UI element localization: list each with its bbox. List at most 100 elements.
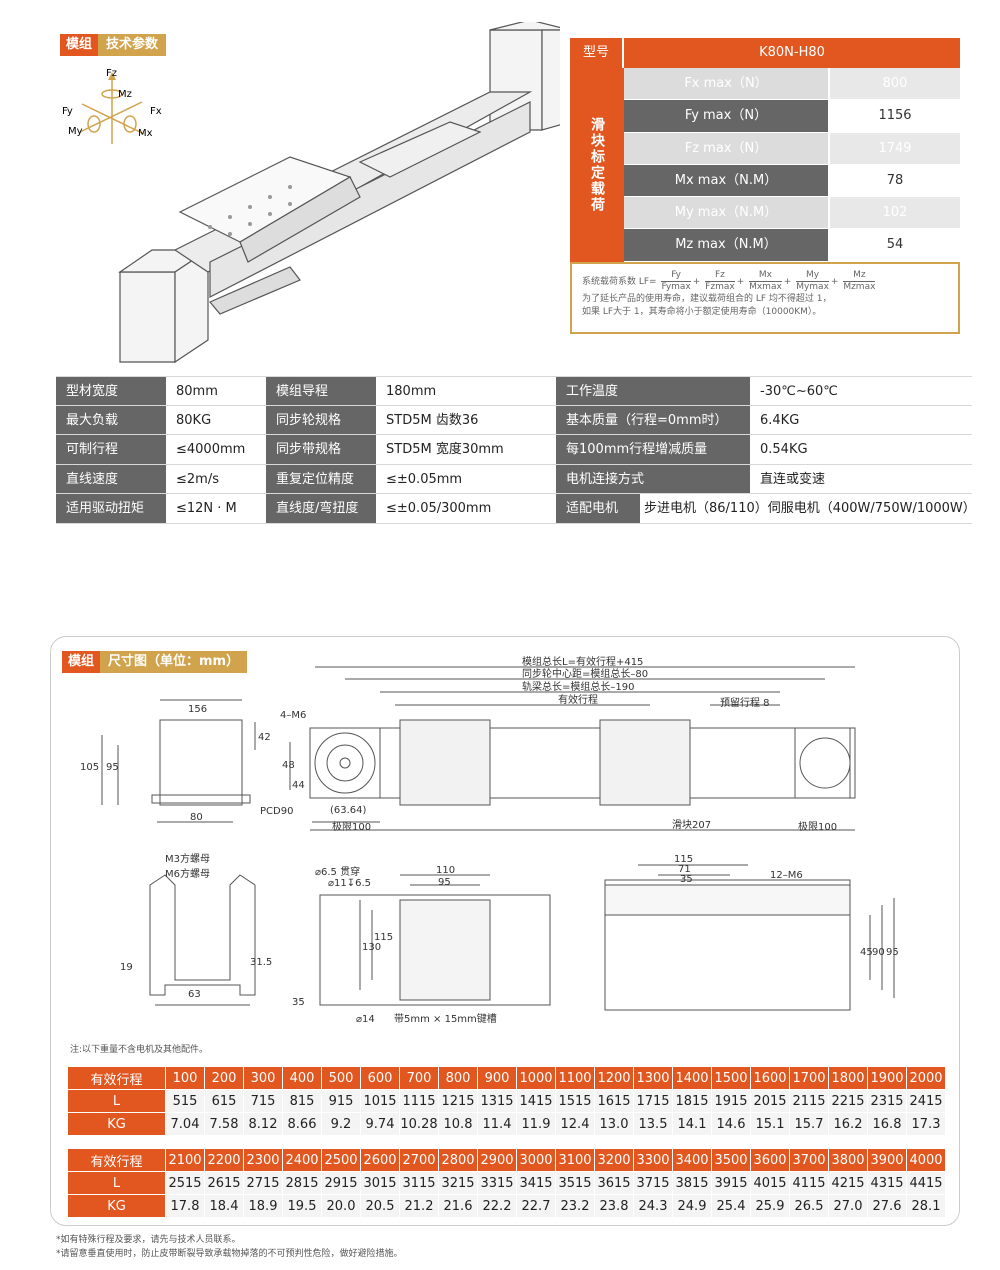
weight-cell: 2600 xyxy=(360,1148,400,1172)
weight-cell: 1700 xyxy=(789,1066,829,1090)
dim-156: 156 xyxy=(188,704,207,715)
dim-35b: 35 xyxy=(680,874,693,885)
weight-cell: 16.8 xyxy=(867,1112,907,1136)
spec-key: 直线度/弯扭度 xyxy=(266,494,376,523)
weight-cell: 10.8 xyxy=(438,1112,478,1136)
section-tag: 模组 技术参数 xyxy=(60,34,167,56)
weight-cell: 20.5 xyxy=(360,1194,400,1218)
axis-diagram: Fz Mz Fy Fx My Mx xyxy=(62,68,162,144)
weight-cell: 17.3 xyxy=(906,1112,946,1136)
dim-6364: (63.64) xyxy=(330,805,367,816)
load-value: 54 xyxy=(830,229,960,261)
spec-key: 同步带规格 xyxy=(266,435,376,464)
footnote-2: *请留意垂直使用时，防止皮带断裂导致承载物掉落的不可预判性危险，做好避险措施。 xyxy=(56,1249,403,1259)
dim-12m6: 12–M6 xyxy=(770,870,803,881)
weight-cell: 2215 xyxy=(828,1089,868,1113)
dim-tag: 模组 尺寸图（单位：mm） xyxy=(62,651,248,673)
weight-cell: 3600 xyxy=(750,1148,790,1172)
weight-cell: 14.6 xyxy=(711,1112,751,1136)
weight-cell: 22.7 xyxy=(516,1194,556,1218)
weight-cell: 3100 xyxy=(555,1148,595,1172)
weight-note: 注:以下重量不含电机及其他配件。 xyxy=(70,1045,209,1055)
weight-cell: 20.0 xyxy=(321,1194,361,1218)
weight-cell: 815 xyxy=(282,1089,322,1113)
weight-row-label: KG xyxy=(67,1112,166,1136)
mx-label: Mx xyxy=(138,128,153,139)
weight-cell: 25.9 xyxy=(750,1194,790,1218)
spec-key: 最大负载 xyxy=(56,405,166,435)
load-row: Mz max（N.M）54 xyxy=(624,229,960,262)
weight-cell: 3400 xyxy=(672,1148,712,1172)
dim-sync: 同步轮中心距=模组总长–80 xyxy=(522,667,648,680)
weight-cell: 1400 xyxy=(672,1066,712,1090)
weight-cell: 1315 xyxy=(477,1089,517,1113)
mz-label: Mz xyxy=(118,89,132,100)
weight-cell: 3315 xyxy=(477,1171,517,1195)
weight-cell: 15.1 xyxy=(750,1112,790,1136)
weight-cell: 3900 xyxy=(867,1148,907,1172)
load-key: Fy max（N） xyxy=(624,100,830,132)
weight-cell: 13.0 xyxy=(594,1112,634,1136)
spec-value: 直连或变速 xyxy=(750,464,972,494)
fx-label: Fx xyxy=(150,106,162,117)
weight-cell: 2615 xyxy=(204,1171,244,1195)
weight-cell: 4215 xyxy=(828,1171,868,1195)
dim-hole2: ⌀11↧6.5 xyxy=(328,878,371,889)
weight-cell: 1500 xyxy=(711,1066,751,1090)
weight-cell: 1200 xyxy=(594,1066,634,1090)
dim-4m6: 4–M6 xyxy=(280,710,306,721)
dim-45: 45 xyxy=(860,947,873,958)
weight-cell: 1600 xyxy=(750,1066,790,1090)
spec-key: 型材宽度 xyxy=(56,377,166,405)
load-key: My max（N.M） xyxy=(624,197,830,229)
spec-value: ≤±0.05mm xyxy=(376,464,556,494)
lf-note-1: 为了延长产品的使用寿命，建议载荷组合的 LF 均不得超过 1， xyxy=(582,294,832,304)
spec-value: 0.54KG xyxy=(750,435,972,464)
weight-cell: 3715 xyxy=(633,1171,673,1195)
load-value: 800 xyxy=(830,68,960,100)
weight-cell: 2900 xyxy=(477,1148,517,1172)
weight-row-label: 有效行程 xyxy=(67,1148,166,1172)
weight-cell: 3700 xyxy=(789,1148,829,1172)
weight-cell: 19.5 xyxy=(282,1194,322,1218)
weight-cell: 22.2 xyxy=(477,1194,517,1218)
spec-value: 步进电机（86/110）伺服电机（400W/750W/1000W） xyxy=(640,494,976,523)
weight-cell: 3015 xyxy=(360,1171,400,1195)
weight-cell: 3000 xyxy=(516,1148,556,1172)
load-value: 78 xyxy=(830,164,960,197)
load-key: Mx max（N.M） xyxy=(624,164,830,197)
load-row: My max（N.M）102 xyxy=(624,197,960,230)
dim-slider: 滑块207 xyxy=(672,819,711,831)
weight-cell: 10.28 xyxy=(399,1112,439,1136)
weight-cell: 100 xyxy=(165,1066,205,1090)
weight-cell: 2300 xyxy=(243,1148,283,1172)
weight-cell: 1515 xyxy=(555,1089,595,1113)
dim-48: 48 xyxy=(282,760,295,771)
load-table: 型号 K80N-H80 滑块标定载荷 Fx max（N）800 Fy max（N… xyxy=(570,38,960,262)
weight-cell: 3115 xyxy=(399,1171,439,1195)
dim-315: 31.5 xyxy=(250,957,272,968)
dim-limit-left: 极限100 xyxy=(332,820,371,833)
weight-cell: 15.7 xyxy=(789,1112,829,1136)
spec-key: 可制行程 xyxy=(56,435,166,464)
dim-95c: 95 xyxy=(886,947,899,958)
dim-130: 130 xyxy=(362,942,381,953)
weight-cell: 8.12 xyxy=(243,1112,283,1136)
weight-cell: 1800 xyxy=(828,1066,868,1090)
weight-cell: 17.8 xyxy=(165,1194,205,1218)
weight-cell: 3815 xyxy=(672,1171,712,1195)
weight-cell: 2815 xyxy=(282,1171,322,1195)
dim-hole: ⌀6.5 贯穿 xyxy=(315,865,360,878)
weight-cell: 7.04 xyxy=(165,1112,205,1136)
weight-cell: 3515 xyxy=(555,1171,595,1195)
spec-value: ≤±0.05/300mm xyxy=(376,494,556,523)
dimension-drawing: 156 105 95 42 80 4–M6 48 44 PCD90 (63.64… xyxy=(80,655,899,1025)
load-value: 1749 xyxy=(830,132,960,164)
